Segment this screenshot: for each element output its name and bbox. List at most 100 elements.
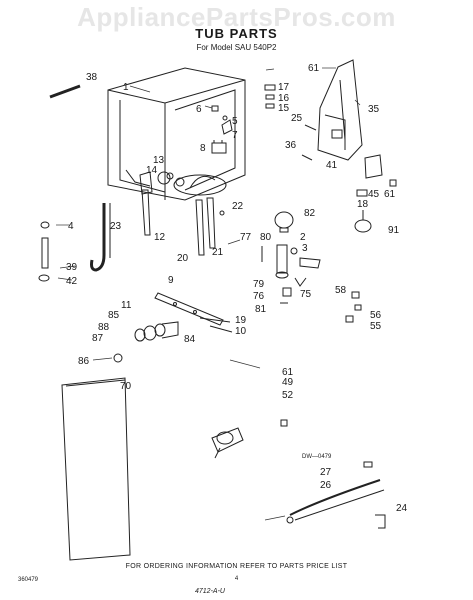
callout-84: 84	[184, 334, 196, 345]
part-1-tub[interactable]	[107, 67, 246, 201]
part-91-float[interactable]	[354, 210, 372, 233]
callout-25: 25	[291, 113, 303, 124]
part-9-spray-arm[interactable]	[154, 292, 224, 326]
part-39-tube[interactable]	[41, 237, 49, 269]
callout-27: 27	[320, 467, 332, 478]
callout-87: 87	[92, 333, 104, 344]
part-6-clip[interactable]	[211, 105, 219, 112]
part-26-hose[interactable]	[289, 479, 385, 521]
part-8-switch[interactable]	[211, 140, 227, 154]
part-2-3-fittings[interactable]	[290, 247, 321, 269]
part-13-14-pump-mount[interactable]	[139, 171, 185, 195]
part-82-diaphragm[interactable]	[274, 211, 294, 233]
part-27-clamp[interactable]	[363, 461, 373, 468]
callout-76: 76	[253, 291, 265, 302]
part-58-clip[interactable]	[351, 291, 360, 299]
callout-85: 85	[108, 310, 120, 321]
callout-77: 77	[240, 232, 252, 243]
part-38-strip[interactable]	[49, 84, 81, 99]
callout-45: 45	[368, 189, 380, 200]
part-85-88-87-hub[interactable]	[134, 321, 179, 342]
callout-17: 17	[278, 82, 290, 93]
callout-10: 10	[235, 326, 247, 337]
callout-91: 91	[388, 225, 400, 236]
callout-38: 38	[86, 72, 98, 83]
part-12-rail[interactable]	[141, 189, 151, 236]
handwritten-note: 4712-A-U	[195, 588, 225, 595]
part-5-fastener[interactable]	[222, 115, 228, 121]
part-61-clip[interactable]	[389, 179, 397, 187]
part-41-panel[interactable]	[364, 154, 383, 179]
part-35-side-bracket[interactable]	[317, 59, 363, 161]
callout-labels: 38 1 6 5 7 8 13 14 17 16 15 25 61 35 36 …	[66, 63, 408, 514]
callout-55: 55	[370, 321, 382, 332]
part-42-clamp[interactable]	[38, 274, 50, 282]
part-19-10-tabs[interactable]	[199, 317, 233, 333]
callout-13: 13	[153, 155, 165, 166]
part-18-fitting[interactable]	[356, 189, 368, 197]
callout-70: 70	[120, 381, 132, 392]
part-23-hose[interactable]	[90, 203, 111, 272]
part-25-screw[interactable]	[304, 124, 317, 131]
callout-23: 23	[110, 221, 122, 232]
callout-6: 6	[196, 104, 202, 115]
callout-3: 3	[302, 243, 308, 254]
bottom-left-code: 360479	[18, 577, 39, 583]
part-4-plug[interactable]	[40, 221, 50, 229]
callout-4: 4	[68, 221, 74, 232]
part-20-21-rails[interactable]	[195, 197, 216, 256]
callout-20: 20	[177, 253, 189, 264]
part-76-81-bracket[interactable]	[280, 287, 292, 304]
callout-35: 35	[368, 104, 380, 115]
callout-26: 26	[320, 480, 332, 491]
callout-19: 19	[235, 315, 247, 326]
leader-lines	[56, 67, 361, 521]
callout-86: 86	[78, 356, 90, 367]
callout-52: 52	[282, 390, 294, 401]
callout-42: 42	[66, 276, 78, 287]
callout-1: 1	[123, 82, 129, 93]
callout-9: 9	[168, 275, 174, 286]
part-70-panel[interactable]	[61, 377, 131, 561]
callout-24: 24	[396, 503, 408, 514]
part-75-spring[interactable]	[294, 277, 307, 287]
ordering-info-footer: FOR ORDERING INFORMATION REFER TO PARTS …	[125, 563, 348, 570]
part-24-clamp[interactable]	[375, 514, 386, 529]
part-56-55-fasteners[interactable]	[345, 304, 362, 323]
callout-75: 75	[300, 289, 312, 300]
part-80-79-valve[interactable]	[275, 244, 289, 279]
callout-79: 79	[253, 279, 265, 290]
callout-14: 14	[146, 165, 158, 176]
part-7-bracket[interactable]	[221, 119, 233, 135]
callout-81: 81	[255, 304, 267, 315]
callout-2: 2	[300, 232, 306, 243]
part-61-fitting-low[interactable]	[280, 419, 288, 427]
callout-11: 11	[121, 300, 132, 311]
callout-61-mid: 61	[282, 367, 294, 378]
diagram-code: DW—0479	[302, 454, 332, 460]
part-86-nut[interactable]	[113, 353, 123, 363]
callout-12: 12	[154, 232, 166, 243]
callout-8: 8	[200, 143, 206, 154]
callout-7: 7	[232, 130, 238, 141]
callout-61-right: 61	[384, 189, 396, 200]
callout-80: 80	[260, 232, 272, 243]
callout-88: 88	[98, 322, 110, 333]
callout-15: 15	[278, 103, 290, 114]
callout-56: 56	[370, 310, 382, 321]
callout-61-top: 61	[308, 63, 320, 74]
part-49-52-valve[interactable]	[211, 427, 244, 459]
callout-18: 18	[357, 199, 369, 210]
part-36-screw[interactable]	[301, 154, 313, 161]
callout-5: 5	[232, 116, 238, 127]
part-26-end-clamp[interactable]	[286, 516, 294, 524]
page-number: 4	[234, 576, 239, 582]
callout-36: 36	[285, 140, 297, 151]
diagram-subtitle: For Model SAU 540P2	[196, 43, 277, 52]
callout-21: 21	[212, 247, 224, 258]
part-22-screw[interactable]	[219, 210, 225, 216]
callout-22: 22	[232, 201, 244, 212]
part-17-16-15-hinge[interactable]	[264, 84, 276, 109]
